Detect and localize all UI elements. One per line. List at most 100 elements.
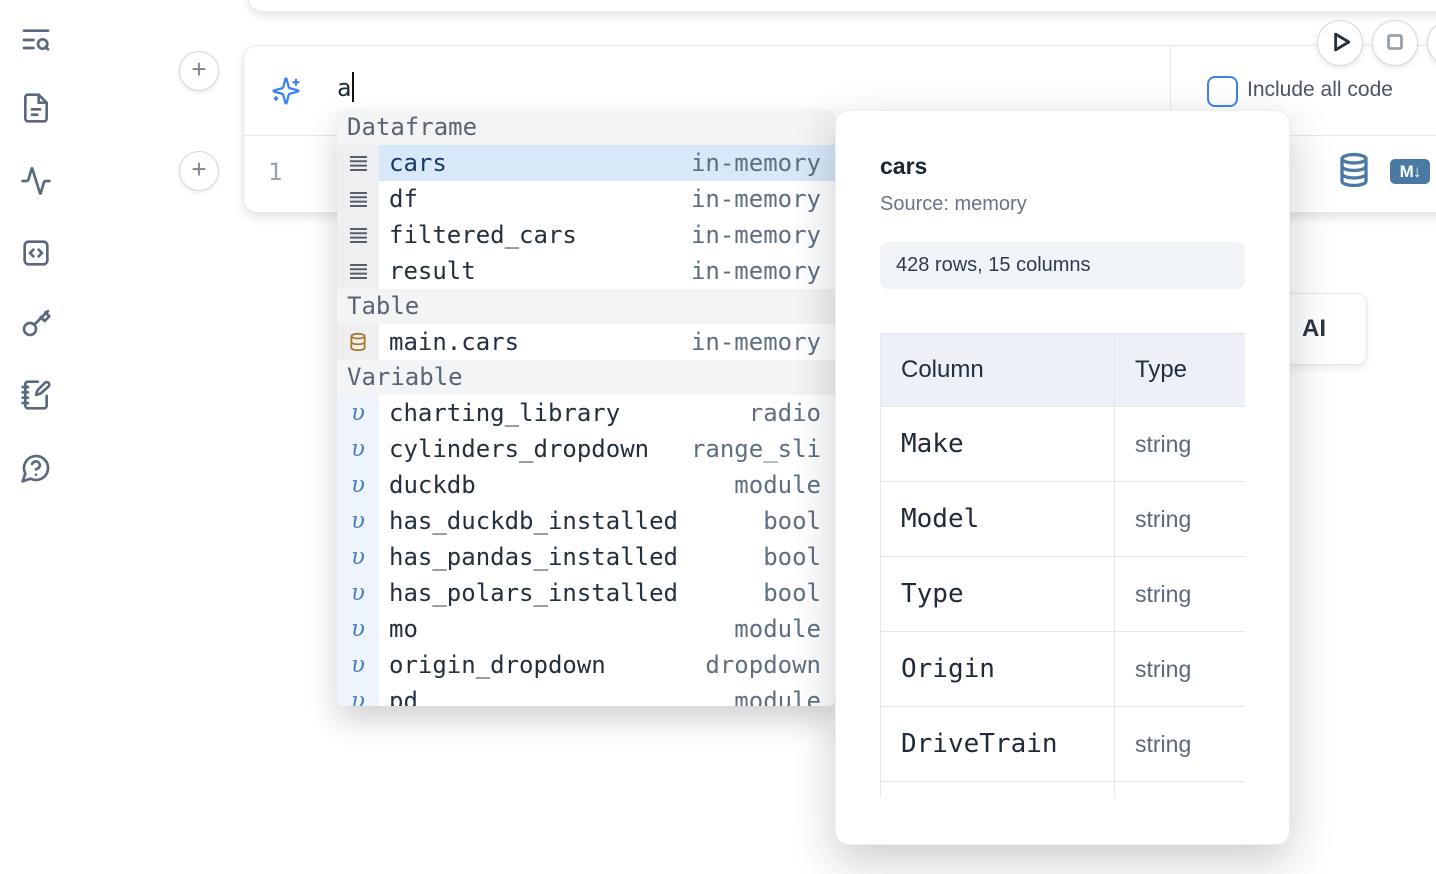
schema-column-type: string — [1114, 631, 1245, 707]
schema-column-type: string — [1114, 706, 1245, 782]
autocomplete-item[interactable]: υ origin_dropdown dropdown — [337, 647, 835, 683]
item-kind-icon: υ — [337, 683, 379, 706]
autocomplete-item[interactable]: df in-memory — [337, 181, 835, 217]
item-name: charting_library — [389, 399, 621, 427]
help-chat-icon[interactable] — [20, 452, 52, 484]
autocomplete-item[interactable]: υ has_polars_installed bool — [337, 575, 835, 611]
autocomplete-item[interactable]: υ has_pandas_installed bool — [337, 539, 835, 575]
autocomplete-item[interactable]: result in-memory — [337, 253, 835, 289]
item-kind-icon: υ — [337, 467, 379, 503]
item-kind-icon — [337, 217, 379, 253]
schema-column-type — [1114, 781, 1245, 797]
item-type: range_sli — [690, 435, 821, 463]
item-type: in-memory — [690, 149, 821, 177]
item-kind-icon: υ — [337, 395, 379, 431]
prompt-divider — [1170, 46, 1171, 135]
autocomplete-item[interactable]: υ has_duckdb_installed bool — [337, 503, 835, 539]
schema-column-type: string — [1114, 481, 1245, 557]
toc-search-icon[interactable] — [20, 24, 52, 56]
item-name: df — [389, 185, 418, 213]
item-name: cylinders_dropdown — [389, 435, 650, 463]
item-name: origin_dropdown — [389, 651, 606, 679]
schema-column-name: DriveTrain — [880, 706, 1115, 782]
ai-generate-label: AI — [1302, 315, 1326, 342]
autocomplete-item[interactable]: υ cylinders_dropdown range_sli — [337, 431, 835, 467]
item-kind-icon: υ — [337, 647, 379, 683]
database-icon[interactable] — [1336, 152, 1372, 188]
autocomplete-item[interactable]: υ mo module — [337, 611, 835, 647]
item-kind-icon: υ — [337, 431, 379, 467]
autocomplete-item[interactable]: υ duckdb module — [337, 467, 835, 503]
item-kind-icon: υ — [337, 611, 379, 647]
play-icon — [1334, 32, 1351, 52]
include-all-code-checkbox[interactable] — [1207, 76, 1238, 107]
autocomplete-item[interactable]: filtered_cars in-memory — [337, 217, 835, 253]
item-kind-icon — [337, 181, 379, 217]
notebook-pen-icon[interactable] — [20, 379, 52, 411]
stop-icon — [1387, 34, 1403, 50]
key-icon[interactable] — [20, 307, 52, 339]
sparkles-icon — [271, 76, 301, 106]
schema-column-name — [880, 781, 1115, 797]
schema-column-type: string — [1114, 556, 1245, 632]
add-cell-button-top[interactable]: + — [179, 51, 219, 91]
item-type: bool — [763, 543, 821, 571]
item-name: duckdb — [389, 471, 476, 499]
autocomplete-item[interactable]: main.cars in-memory — [337, 324, 835, 360]
item-kind-icon: υ — [337, 575, 379, 611]
schema-column-name: Make — [880, 406, 1115, 482]
autocomplete-item[interactable]: υ pd module — [337, 683, 835, 706]
schema-row — [880, 781, 1245, 797]
autocomplete-dropdown: Dataframe cars in-memory df in-memory fi… — [337, 110, 835, 706]
autocomplete-section-header: Dataframe — [337, 110, 835, 145]
popup-title: cars — [880, 153, 928, 179]
previous-cell-edge — [248, 0, 1436, 12]
item-type: in-memory — [690, 257, 821, 285]
autocomplete-item[interactable]: cars in-memory — [337, 145, 835, 181]
item-type: module — [734, 615, 821, 643]
schema-header-cell: Type — [1114, 333, 1245, 407]
popup-source: Source: memory — [880, 193, 1027, 215]
code-editor-row[interactable]: 1 M↓ — [244, 136, 1436, 211]
stop-cell-button[interactable] — [1372, 20, 1418, 66]
file-text-icon[interactable] — [20, 92, 52, 124]
schema-column-type: string — [1114, 406, 1245, 482]
item-name: cars — [389, 149, 447, 177]
item-kind-icon — [337, 253, 379, 289]
item-name: pd — [389, 687, 418, 706]
schema-column-name: Type — [880, 556, 1115, 632]
run-cell-button[interactable] — [1317, 20, 1363, 66]
add-cell-button-bottom[interactable]: + — [179, 151, 219, 191]
dataframe-detail-popup: cars Source: memory 428 rows, 15 columns… — [835, 110, 1290, 845]
autocomplete-item[interactable]: υ charting_library radio — [337, 395, 835, 431]
markdown-export-icon[interactable]: M↓ — [1390, 159, 1430, 184]
schema-header-cell: Column — [880, 333, 1115, 407]
include-all-code-label: Include all code — [1247, 78, 1393, 101]
schema-column-name: Model — [880, 481, 1115, 557]
autocomplete-section-header: Variable — [337, 360, 835, 395]
item-type: bool — [763, 507, 821, 535]
item-name: has_duckdb_installed — [389, 507, 678, 535]
item-type: in-memory — [690, 221, 821, 249]
item-name: mo — [389, 615, 418, 643]
code-square-icon[interactable] — [20, 237, 52, 269]
item-type: in-memory — [690, 328, 821, 356]
sidebar — [0, 0, 72, 874]
item-name: main.cars — [389, 328, 520, 356]
item-name: has_pandas_installed — [389, 543, 678, 571]
activity-icon[interactable] — [20, 165, 52, 197]
item-name: has_polars_installed — [389, 579, 678, 607]
ai-prompt-input[interactable]: a — [337, 72, 355, 102]
text-caret — [352, 72, 355, 102]
popup-shape-badge: 428 rows, 15 columns — [880, 242, 1245, 289]
item-kind-icon: υ — [337, 503, 379, 539]
item-name: filtered_cars — [389, 221, 577, 249]
item-name: result — [389, 257, 476, 285]
